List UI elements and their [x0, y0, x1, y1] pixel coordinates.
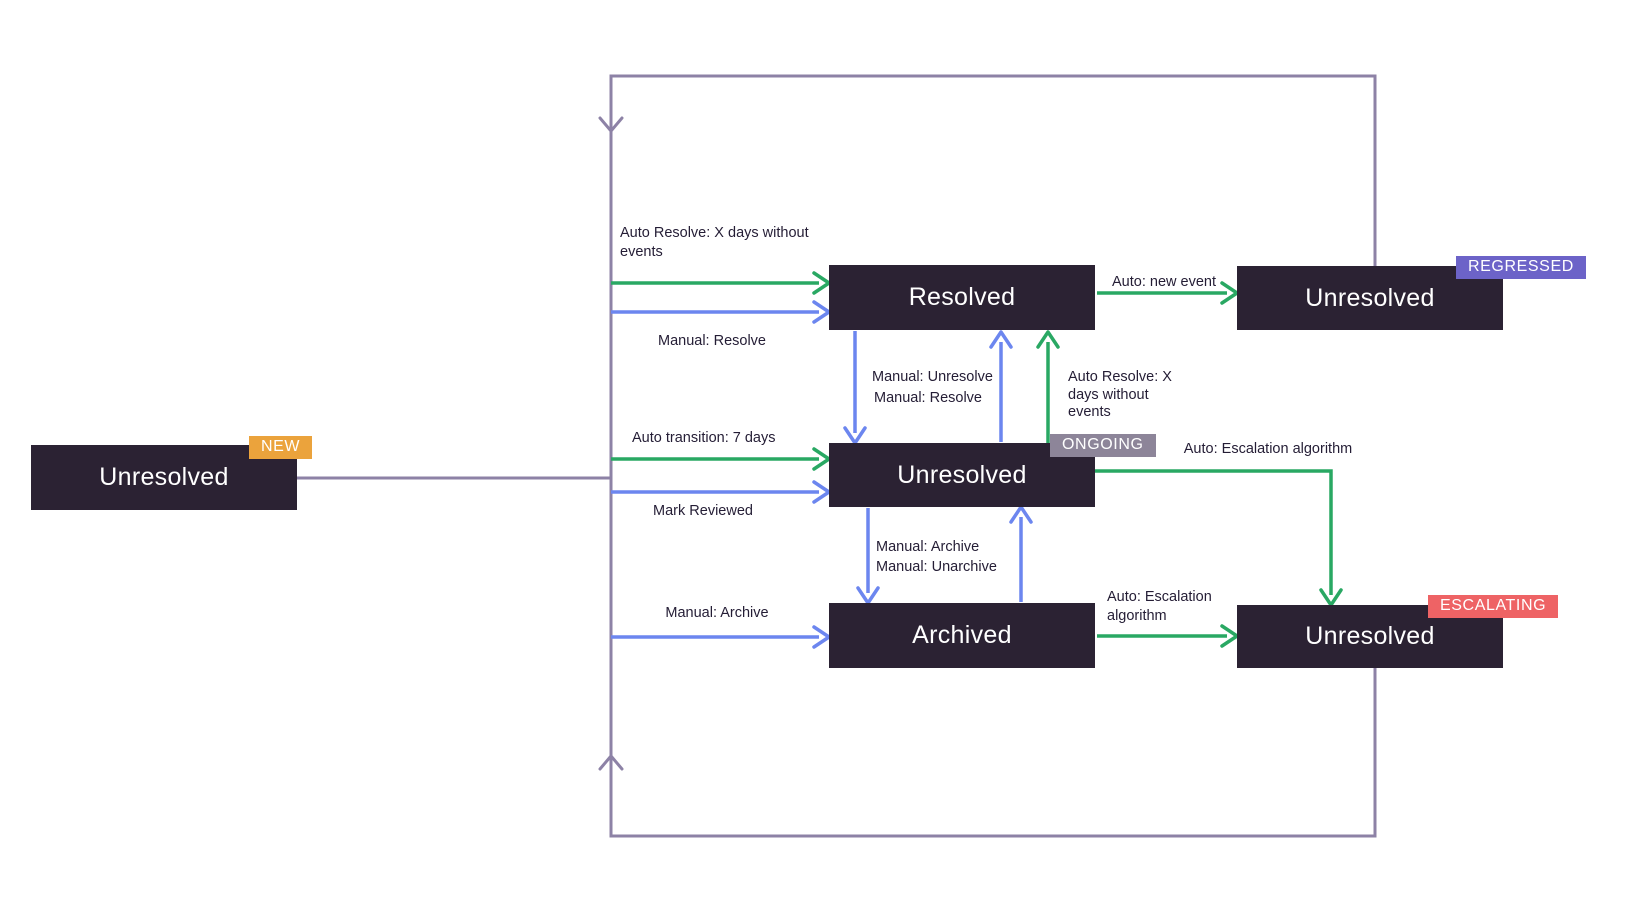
- edge-label-manual-archive-from-ongoing: Manual: Archive: [876, 539, 980, 555]
- state-archived: Archived: [829, 603, 1095, 668]
- state-unresolved-escalating: Unresolved ESCALATING: [1237, 595, 1559, 668]
- status-badge-ongoing: ONGOING: [1050, 434, 1156, 457]
- edge-label-manual-unresolve: Manual: Unresolve: [872, 369, 993, 385]
- edge-label-manual-resolve-to-resolved: Manual: Resolve: [658, 333, 766, 349]
- edge-label-manual-unarchive: Manual: Unarchive: [876, 559, 997, 575]
- state-unresolved-ongoing: Unresolved ONGOING: [829, 434, 1156, 507]
- state-resolved: Resolved: [829, 265, 1095, 330]
- state-unresolved-regressed: Unresolved REGRESSED: [1237, 256, 1586, 330]
- state-label: Unresolved: [1305, 283, 1435, 312]
- status-badge-new: NEW: [249, 436, 313, 459]
- status-badge-escalating: ESCALATING: [1428, 595, 1559, 618]
- state-label: Archived: [912, 621, 1012, 649]
- edge-auto-escalation-from-ongoing: [1095, 469, 1343, 607]
- loop-arrowhead-down: [598, 116, 624, 133]
- edge-label-auto-escalation-from-archived: Auto: Escalation algorithm: [1107, 589, 1212, 624]
- state-label: Unresolved: [99, 463, 229, 491]
- loop-arrowhead-up: [598, 754, 624, 771]
- status-badge-regressed: REGRESSED: [1456, 256, 1586, 279]
- feedback-loop-path: [609, 74, 1377, 838]
- state-label: Unresolved: [897, 460, 1027, 489]
- edge-label-auto-transition-7-days: Auto transition: 7 days: [632, 430, 776, 446]
- edge-label-mark-reviewed: Mark Reviewed: [653, 503, 753, 519]
- edge-label-auto-escalation-from-ongoing: Auto: Escalation algorithm: [1183, 441, 1353, 457]
- edge-label-auto-resolve-to-resolved: Auto Resolve: X days without events: [620, 225, 809, 260]
- edge-label-auto-new-event: Auto: new event: [1112, 274, 1216, 290]
- state-unresolved-new: Unresolved NEW: [31, 436, 313, 510]
- state-label: Resolved: [908, 283, 1016, 311]
- state-label: Unresolved: [1305, 622, 1435, 650]
- edge-label-auto-resolve-from-ongoing: Auto Resolve: X days without events: [1068, 369, 1172, 420]
- edge-label-manual-resolve-from-ongoing: Manual: Resolve: [874, 390, 982, 406]
- edge-label-manual-archive-to-archived: Manual: Archive: [665, 605, 769, 621]
